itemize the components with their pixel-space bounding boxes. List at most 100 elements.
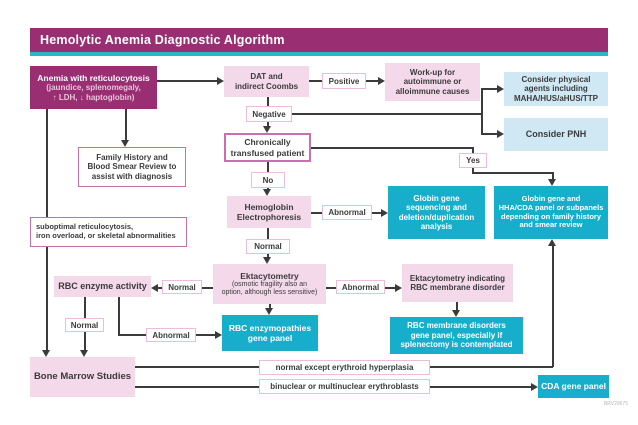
chronically-transfused-box: Chronically transfused patient <box>224 133 311 162</box>
connector-line <box>552 246 554 367</box>
cda-line: CDA gene panel <box>541 381 606 392</box>
abnormal-label: Abnormal <box>322 205 372 220</box>
membrane-panel-line: RBC membrane disorders <box>407 321 506 331</box>
suboptimal-line: iron overload, or skeletal abnormalities <box>36 231 176 240</box>
rbc-membrane-disorders-panel-box: RBC membrane disorders gene panel, espec… <box>390 317 523 354</box>
connector-line <box>385 287 395 289</box>
globin-seq-line: sequencing and <box>406 203 467 213</box>
workup-line: alloimmune causes <box>395 86 470 96</box>
dat-line: DAT and <box>250 72 283 82</box>
connector-line <box>366 80 378 82</box>
globin-seq-line: deletion/duplication <box>398 212 475 222</box>
connector-line <box>84 297 86 318</box>
watermark-code: BRV29675 <box>603 401 628 407</box>
rbc-enzyme-activity-box: RBC enzyme activity <box>54 276 151 297</box>
workup-line: autoimmune or <box>403 77 462 87</box>
connector-line <box>430 386 531 388</box>
connector-line <box>84 332 86 351</box>
connector-line <box>481 88 497 90</box>
pnh-line: Consider PNH <box>525 129 587 140</box>
globin-seq-line: Globin gene <box>413 193 460 203</box>
anemia-title: Anemia with reticulocytosis <box>37 73 150 84</box>
family-history-line: Family History and <box>96 152 168 162</box>
arrowhead-down <box>121 140 129 147</box>
arrowhead-down <box>265 308 273 315</box>
dat-indirect-coombs-box: DAT and indirect Coombs <box>224 66 309 97</box>
workup-line: Work-up for <box>409 67 456 77</box>
positive-label: Positive <box>322 73 366 89</box>
connector-line <box>202 287 213 289</box>
connector-line <box>311 147 473 149</box>
abnormal-label: Abnormal <box>336 280 385 294</box>
connector-line <box>118 334 146 336</box>
rbc-enzymopathies-panel-box: RBC enzymopathies gene panel <box>222 315 318 351</box>
arrowhead-down <box>452 310 460 317</box>
hemoglobin-line: Electrophoresis <box>236 212 302 222</box>
arrowhead-down <box>263 189 271 196</box>
connector-line <box>326 287 336 289</box>
globin-hha-cda-panel-box: Globin gene and HHA/CDA panel or subpane… <box>494 186 608 239</box>
yes-label: Yes <box>459 153 487 168</box>
globin-hha-line: and smear review <box>519 220 583 230</box>
arrowhead-left <box>151 284 158 292</box>
connector-line <box>430 366 553 368</box>
normal-label: Normal <box>162 280 202 294</box>
connector-line <box>309 80 322 82</box>
hemoglobin-electrophoresis-box: Hemoglobin Electrophoresis <box>227 196 311 228</box>
connector-line <box>481 88 483 135</box>
ektacytometry-membrane-disorder-box: Ektacytometry indicating RBC membrane di… <box>402 264 513 302</box>
arrowhead-right <box>497 85 504 93</box>
ekta-membrane-line: Ektacytometry indicating <box>409 273 506 283</box>
suboptimal-reticulocytosis-box: suboptimal reticulocytosis, iron overloa… <box>30 217 187 247</box>
connector-line <box>267 97 269 106</box>
title-bar: Hemolytic Anemia Diagnostic Algorithm <box>30 28 608 52</box>
connector-line <box>311 212 322 214</box>
connector-line <box>196 334 215 336</box>
connector-line <box>372 212 381 214</box>
suboptimal-line: suboptimal reticulocytosis, <box>36 222 134 232</box>
connector-line <box>118 297 120 335</box>
membrane-panel-line: splenectomy is contemplated <box>400 340 513 350</box>
cda-gene-panel-box: CDA gene panel <box>538 375 609 398</box>
globin-hha-line: depending on family history <box>500 211 601 221</box>
globin-seq-line: analysis <box>420 221 453 231</box>
connector-line <box>552 172 554 180</box>
connector-line <box>267 122 269 127</box>
arrowhead-right <box>381 209 388 217</box>
arrowhead-right <box>378 77 385 85</box>
physical-line: Consider physical <box>521 74 591 84</box>
physical-line: agents including <box>524 84 588 94</box>
page-title: Hemolytic Anemia Diagnostic Algorithm <box>40 33 285 47</box>
arrowhead-down <box>263 257 271 264</box>
normal-label: Normal <box>246 239 290 254</box>
membrane-panel-line: gene panel, especially if <box>410 330 503 340</box>
arrowhead-right <box>395 284 402 292</box>
connector-line <box>267 254 269 258</box>
arrowhead-down <box>548 179 556 186</box>
connector-line <box>267 228 269 239</box>
ektacytometry-sub-line: (osmotic fragility also an <box>231 280 308 288</box>
family-history-line: Blood Smear Review to <box>87 162 177 172</box>
globin-hha-line: HHA/CDA panel or subpanels <box>498 202 604 212</box>
no-label: No <box>251 172 285 188</box>
arrowhead-right <box>215 331 222 339</box>
anemia-subtext-2: ↑ LDH, ↓ haptoglobin) <box>52 92 135 102</box>
binuclear-erythroblasts-label: binuclear or multinuclear erythroblasts <box>259 379 430 394</box>
enzymopathies-line: RBC enzymopathies <box>228 322 312 333</box>
connector-line <box>135 386 259 388</box>
connector-line <box>456 302 458 311</box>
arrowhead-down <box>42 350 50 357</box>
arrowhead-down <box>80 350 88 357</box>
negative-label: Negative <box>246 106 292 122</box>
physical-line: MAHA/HUS/aHUS/TTP <box>513 93 598 103</box>
connector-line <box>481 133 497 135</box>
dat-line: indirect Coombs <box>234 81 299 91</box>
chronically-line: transfused patient <box>230 147 305 158</box>
consider-pnh-box: Consider PNH <box>504 118 608 151</box>
workup-autoimmune-box: Work-up for autoimmune or alloimmune cau… <box>385 63 480 101</box>
hemoglobin-line: Hemoglobin <box>244 201 294 212</box>
family-history-box: Family History and Blood Smear Review to… <box>78 147 186 187</box>
consider-physical-agents-box: Consider physical agents including MAHA/… <box>504 72 608 106</box>
normal-label: Normal <box>65 318 104 332</box>
arrowhead-right <box>217 77 224 85</box>
